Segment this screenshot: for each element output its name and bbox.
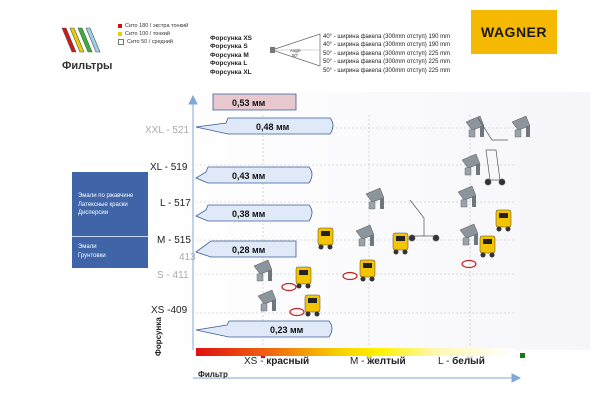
level-xxl-521: XXL - 521: [145, 125, 190, 136]
materials-box-top: Эмали по ржавчине Латексные краски Диспе…: [72, 172, 148, 236]
legend-item: Сито 180 / экстра тонкий: [118, 22, 188, 30]
axes: [188, 94, 522, 383]
filter-color-name: желтый: [367, 356, 406, 367]
paint-pump-icon: [479, 235, 496, 258]
level-xl-519: XL - 519: [150, 162, 188, 173]
end-marker-icon: [520, 353, 525, 358]
callout-text: 0,38 мм: [232, 209, 266, 219]
sprayer-gun-icon: [465, 115, 485, 138]
level-xs-409: XS -409: [151, 305, 188, 316]
filter-label-xs: XS - красный: [244, 356, 310, 367]
nozzle-name: Форсунка XS: [210, 35, 252, 42]
paint-pump-icon: [495, 209, 512, 232]
paint-pump-icon: [295, 266, 312, 289]
sprayer-gun-icon: [511, 115, 531, 138]
filter-color-name: белый: [452, 356, 485, 367]
angle-value: 50°: [292, 53, 299, 58]
y-axis-title: Форсунка: [154, 317, 163, 356]
callout-text: 0,53 мм: [232, 98, 266, 108]
sprayer-gun-icon: [457, 185, 477, 208]
callout-bubble: [195, 166, 313, 184]
callout-bubble: [195, 320, 333, 338]
filters-title: Фильтры: [62, 60, 113, 72]
filter-legend: Сито 180 / экстра тонкий Сито 100 / тонк…: [118, 22, 188, 46]
hose-icon: [281, 282, 297, 292]
size-callouts: [195, 93, 334, 338]
legend-item: Сито 50 / средний: [118, 38, 188, 46]
callout-text: 0,43 мм: [232, 171, 266, 181]
hose-icon: [289, 307, 305, 317]
legend-label: Сито 100 / тонкий: [125, 31, 170, 37]
hose-icon: [461, 259, 477, 269]
x-axis-arrow-icon: [511, 373, 522, 383]
callout-bubble: [212, 93, 297, 111]
sprayer-gun-icon: [355, 224, 375, 247]
level-s-411: S - 411: [157, 270, 189, 281]
legend-item: Сито 100 / тонкий: [118, 30, 188, 38]
level-l-517: L - 517: [160, 198, 191, 209]
material-label: Латексные краски: [78, 201, 128, 208]
sprayer-gun-icon: [461, 153, 481, 176]
nozzle-name: Форсунка S: [210, 43, 248, 51]
y-axis-arrow-icon: [188, 94, 198, 105]
callout-text: 0,23 мм: [270, 325, 304, 335]
callout-bubble: [195, 240, 297, 258]
material-label: Эмали: [78, 244, 97, 250]
filter-gradient-bar: [196, 348, 514, 356]
nozzle-spec: 40° - ширина факела (300mm отступ) 190 m…: [323, 42, 451, 49]
material-label: Эмали по ржавчине: [78, 193, 134, 199]
paint-pump-icon: [359, 259, 376, 282]
filter-size: M: [350, 356, 359, 367]
filter-tips-graphic: [61, 27, 101, 53]
callout-bubble: [195, 204, 313, 222]
filter-label-m: M - желтый: [350, 356, 406, 367]
nozzle-name: Форсунка M: [210, 51, 249, 59]
sprayer-gun-icon: [253, 259, 273, 282]
spray-angle-graphic: Angle 50°: [270, 33, 321, 67]
nozzle-spec: 50° - ширина факела (300mm отступ) 225 m…: [323, 67, 451, 74]
airless-cart-icon: [408, 117, 508, 242]
logo-text: WAGNER: [481, 24, 547, 40]
material-label: Дисперсии: [78, 210, 109, 216]
nozzle-name: Форсунка L: [210, 60, 248, 68]
legend-label: Сито 180 / экстра тонкий: [125, 23, 189, 29]
white-square-icon: [118, 39, 124, 45]
callout-text: 0,28 мм: [232, 245, 266, 255]
paint-pump-icon: [317, 227, 334, 250]
nozzle-specs: 40° - ширина факела (300mm отступ) 190 m…: [323, 33, 450, 75]
sprayer-gun-icon: [257, 289, 277, 312]
wagner-logo: WAGNER: [471, 10, 557, 54]
hose-icon: [342, 271, 358, 281]
nozzle-spec: 40° - ширина факела (300mm отступ) 190 m…: [323, 34, 451, 40]
nozzle-spec: 50° - ширина факела (300mm отступ) 225 m…: [323, 59, 451, 66]
level-413: 413: [179, 252, 196, 263]
filter-color-name: красный: [266, 356, 310, 367]
legend-label: Сито 50 / средний: [127, 39, 173, 45]
callout-text: 0,48 мм: [256, 122, 290, 132]
material-label: Грунтовки: [78, 252, 106, 259]
filter-size: XS: [244, 356, 258, 367]
materials-box-bottom: Эмали Грунтовки: [72, 236, 148, 268]
callout-bubble: [195, 117, 334, 135]
nozzle-name: Форсунка XL: [210, 68, 252, 76]
x-axis-title: Фильтр: [198, 370, 228, 379]
angle-label: Angle: [290, 48, 301, 53]
level-m-515: M - 515: [157, 235, 191, 246]
nozzle-spec: 50° - ширина факела (300mm отступ) 225 m…: [323, 50, 451, 57]
filter-label-l: L - белый: [438, 356, 485, 367]
red-square-icon: [118, 24, 122, 28]
filter-size: L: [438, 356, 444, 367]
sprayer-gun-icon: [459, 223, 479, 246]
paint-pump-icon: [392, 232, 409, 255]
yellow-square-icon: [118, 32, 122, 36]
nozzle-list: Форсунка XS Форсунка S Форсунка M Форсун…: [210, 35, 252, 77]
